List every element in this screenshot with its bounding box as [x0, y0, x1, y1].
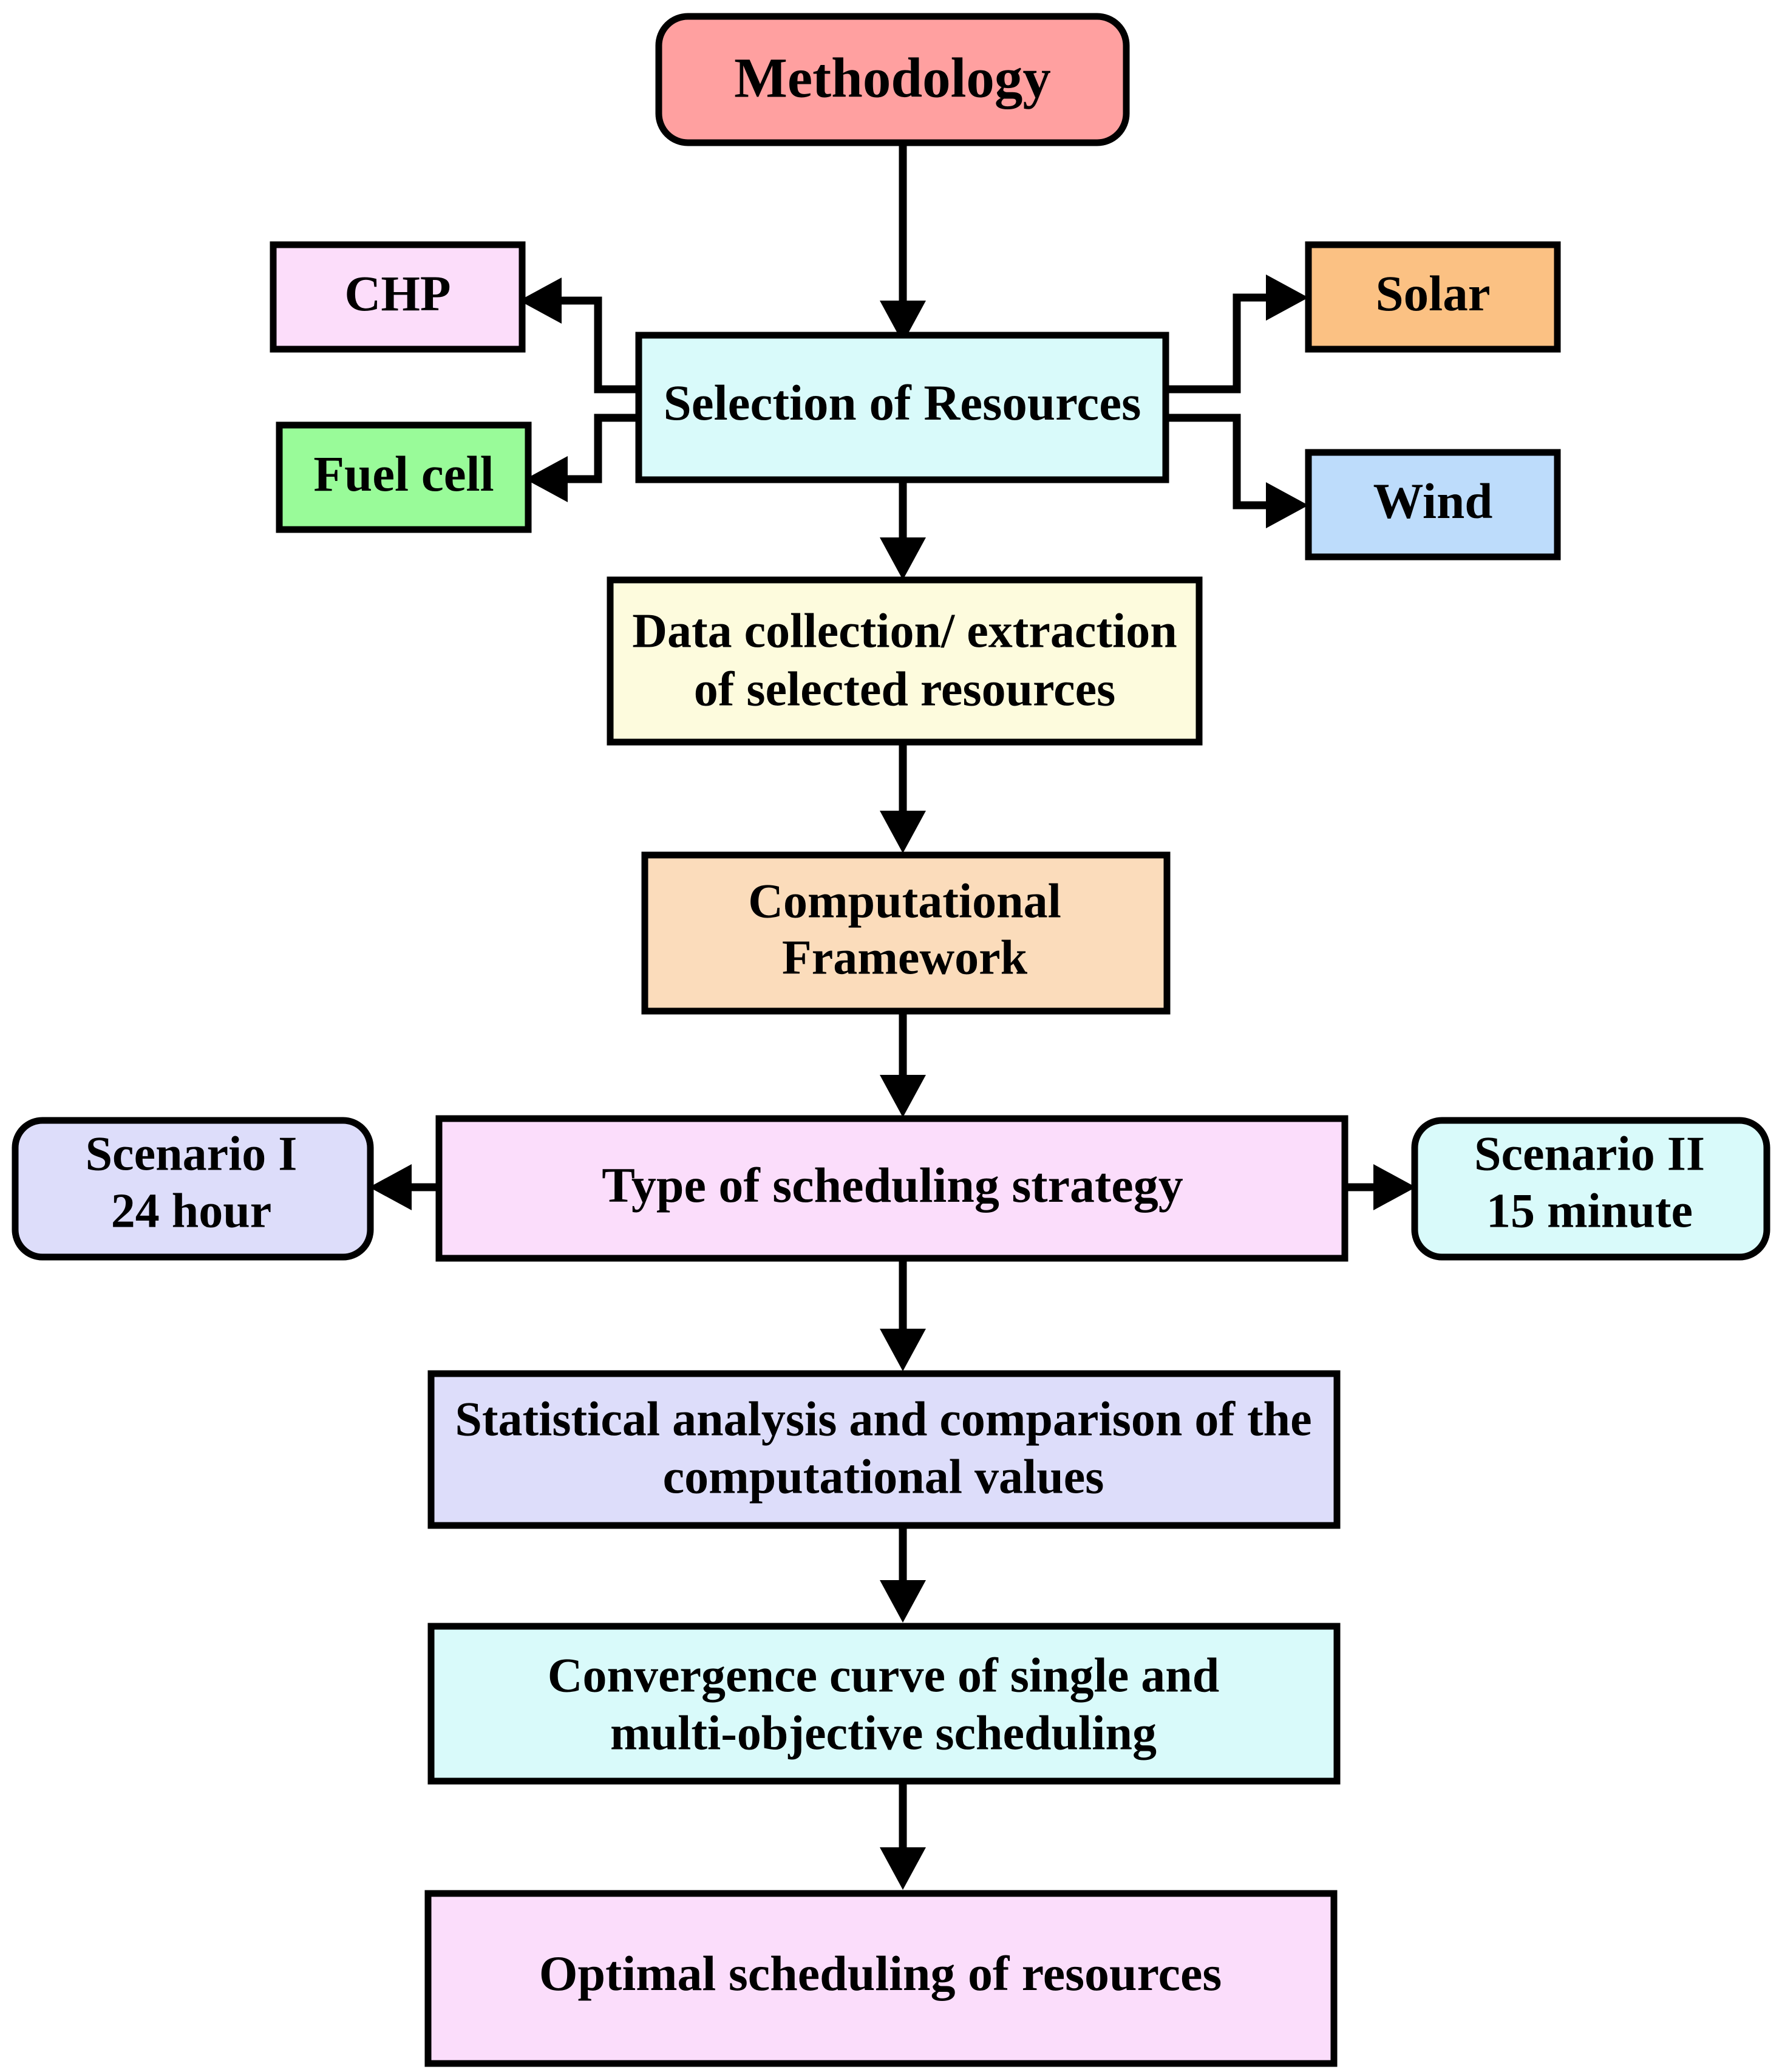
statistical-analysis-label-line1: Statistical analysis and comparison of t…: [455, 1392, 1311, 1446]
scenario-one-label-line2: 24 hour: [111, 1184, 272, 1238]
data-collection-label-line2: of selected resources: [694, 663, 1116, 716]
convergence-curve-box[interactable]: [427, 1623, 1341, 1785]
fuel-cell-box[interactable]: [276, 421, 532, 533]
scenario-two-box[interactable]: [1411, 1117, 1770, 1261]
node-data-collection[interactable]: Data collection/ extraction of selected …: [607, 576, 1203, 746]
node-optimal-scheduling[interactable]: Optimal scheduling of resources: [424, 1890, 1338, 2067]
scenario-two-label-line2: 15 minute: [1486, 1184, 1693, 1238]
convergence-curve-label-line1: Convergence curve of single and: [548, 1649, 1220, 1702]
solar-label: Solar: [1375, 265, 1490, 321]
statistical-analysis-label-line2: computational values: [663, 1450, 1104, 1504]
edge-selection-to-data-collection: [880, 480, 926, 580]
computational-framework-label-line1: Computational: [748, 874, 1061, 928]
statistical-analysis-box[interactable]: [427, 1370, 1341, 1529]
scenario-one-box[interactable]: [12, 1117, 374, 1261]
solar-box[interactable]: [1305, 241, 1561, 353]
node-convergence-curve[interactable]: Convergence curve of single and multi-ob…: [427, 1623, 1341, 1785]
selection-of-resources-label: Selection of Resources: [664, 375, 1141, 431]
node-statistical-analysis[interactable]: Statistical analysis and comparison of t…: [427, 1370, 1341, 1529]
computational-framework-box[interactable]: [641, 851, 1171, 1015]
methodology-box[interactable]: [655, 13, 1130, 146]
edge-methodology-to-selection: [880, 143, 926, 343]
selection-of-resources-box[interactable]: [635, 332, 1169, 483]
edge-scheduling-strategy-to-scenario-two: [1345, 1164, 1416, 1210]
scheduling-strategy-box[interactable]: [435, 1115, 1348, 1262]
wind-label: Wind: [1373, 473, 1493, 529]
edge-selection-to-wind: [1166, 414, 1308, 528]
edge-selection-to-chp: [519, 278, 639, 394]
data-collection-box[interactable]: [607, 576, 1203, 746]
edge-scheduling-strategy-to-scenario-one: [369, 1164, 439, 1210]
node-wind[interactable]: Wind: [1305, 449, 1561, 561]
node-scenario-two[interactable]: Scenario II 15 minute: [1411, 1117, 1770, 1261]
edge-computational-framework-to-scheduling-strategy: [880, 1011, 926, 1117]
scenario-one-label-line1: Scenario I: [86, 1127, 298, 1181]
edge-convergence-curve-to-optimal-scheduling: [880, 1781, 926, 1890]
edge-selection-to-fuel-cell: [525, 414, 639, 502]
computational-framework-label-line2: Framework: [782, 931, 1028, 984]
optimal-scheduling-box[interactable]: [424, 1890, 1338, 2067]
scheduling-strategy-label: Type of scheduling strategy: [602, 1157, 1183, 1213]
data-collection-label-line1: Data collection/ extraction: [632, 604, 1177, 658]
edge-data-collection-to-computational-framework: [880, 742, 926, 853]
edge-statistical-analysis-to-convergence-curve: [880, 1525, 926, 1623]
node-selection-of-resources[interactable]: Selection of Resources: [635, 332, 1169, 483]
edge-scheduling-strategy-to-statistical-analysis: [880, 1258, 926, 1371]
chp-label: CHP: [344, 265, 451, 321]
node-solar[interactable]: Solar: [1305, 241, 1561, 353]
node-fuel-cell[interactable]: Fuel cell: [276, 421, 532, 533]
fuel-cell-label: Fuel cell: [313, 446, 494, 502]
wind-box[interactable]: [1305, 449, 1561, 561]
node-chp[interactable]: CHP: [270, 241, 526, 353]
optimal-scheduling-label: Optimal scheduling of resources: [539, 1946, 1222, 2001]
node-scheduling-strategy[interactable]: Type of scheduling strategy: [435, 1115, 1348, 1262]
convergence-curve-label-line2: multi-objective scheduling: [610, 1706, 1157, 1760]
edge-selection-to-solar: [1166, 274, 1308, 394]
node-methodology[interactable]: Methodology: [655, 13, 1130, 146]
chp-box[interactable]: [270, 241, 526, 353]
node-scenario-one[interactable]: Scenario I 24 hour: [12, 1117, 374, 1261]
methodology-label: Methodology: [734, 47, 1051, 109]
scenario-two-label-line1: Scenario II: [1474, 1127, 1705, 1181]
node-computational-framework[interactable]: Computational Framework: [641, 851, 1171, 1015]
